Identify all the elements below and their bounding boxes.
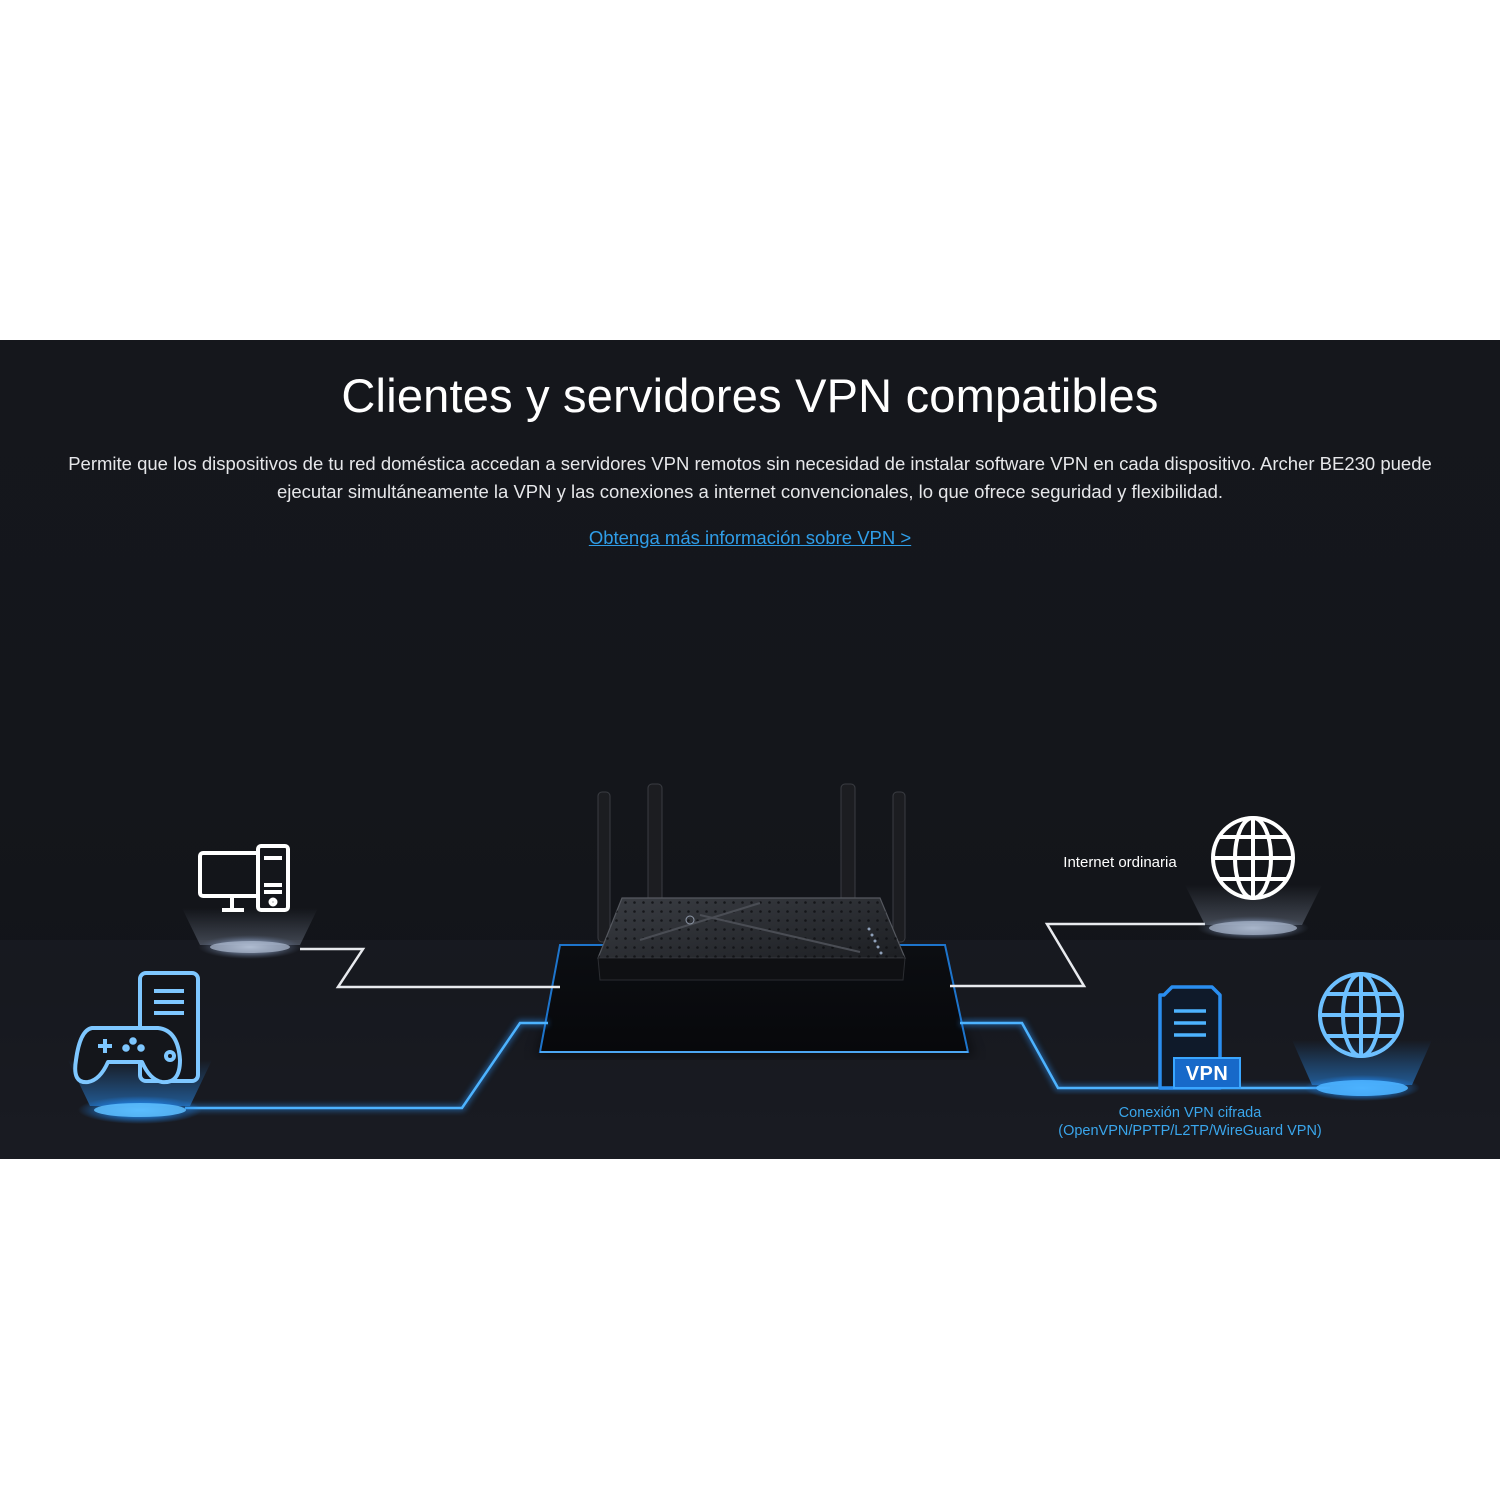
desktop-computer-icon bbox=[198, 844, 290, 912]
globe-icon bbox=[1211, 816, 1295, 900]
learn-more-link-container: Obtenga más información sobre VPN > bbox=[0, 527, 1500, 549]
section-title: Clientes y servidores VPN compatibles bbox=[341, 369, 1159, 422]
vpn-server-icon bbox=[1158, 985, 1241, 1090]
vpn-diagram bbox=[0, 783, 1500, 1159]
game-console-group bbox=[68, 971, 212, 1124]
desktop-computer-group bbox=[182, 844, 318, 959]
vpn-badge: VPN bbox=[1185, 1063, 1229, 1085]
internet-globe-group bbox=[1185, 816, 1322, 940]
vpn-feature-section: Clientes y servidores VPN compatibles Pe… bbox=[0, 340, 1500, 1159]
vpn-globe-icon bbox=[1318, 972, 1404, 1058]
router-image bbox=[597, 783, 906, 981]
section-description: Permite que los dispositivos de tu red d… bbox=[68, 453, 1432, 502]
vpn-label-line1: Conexión VPN cifrada bbox=[1118, 1105, 1262, 1121]
internet-label: Internet ordinaria bbox=[1063, 854, 1177, 871]
vpn-label-line2: (OpenVPN/PPTP/L2TP/WireGuard VPN) bbox=[1058, 1123, 1322, 1139]
game-console-icon bbox=[73, 971, 200, 1085]
vpn-globe-group bbox=[1292, 972, 1432, 1101]
learn-more-link[interactable]: Obtenga más información sobre VPN > bbox=[588, 527, 912, 548]
vpn-connection-label: Conexión VPN cifrada (OpenVPN/PPTP/L2TP/… bbox=[1020, 1104, 1360, 1140]
regular-connection-lines bbox=[300, 922, 1205, 989]
